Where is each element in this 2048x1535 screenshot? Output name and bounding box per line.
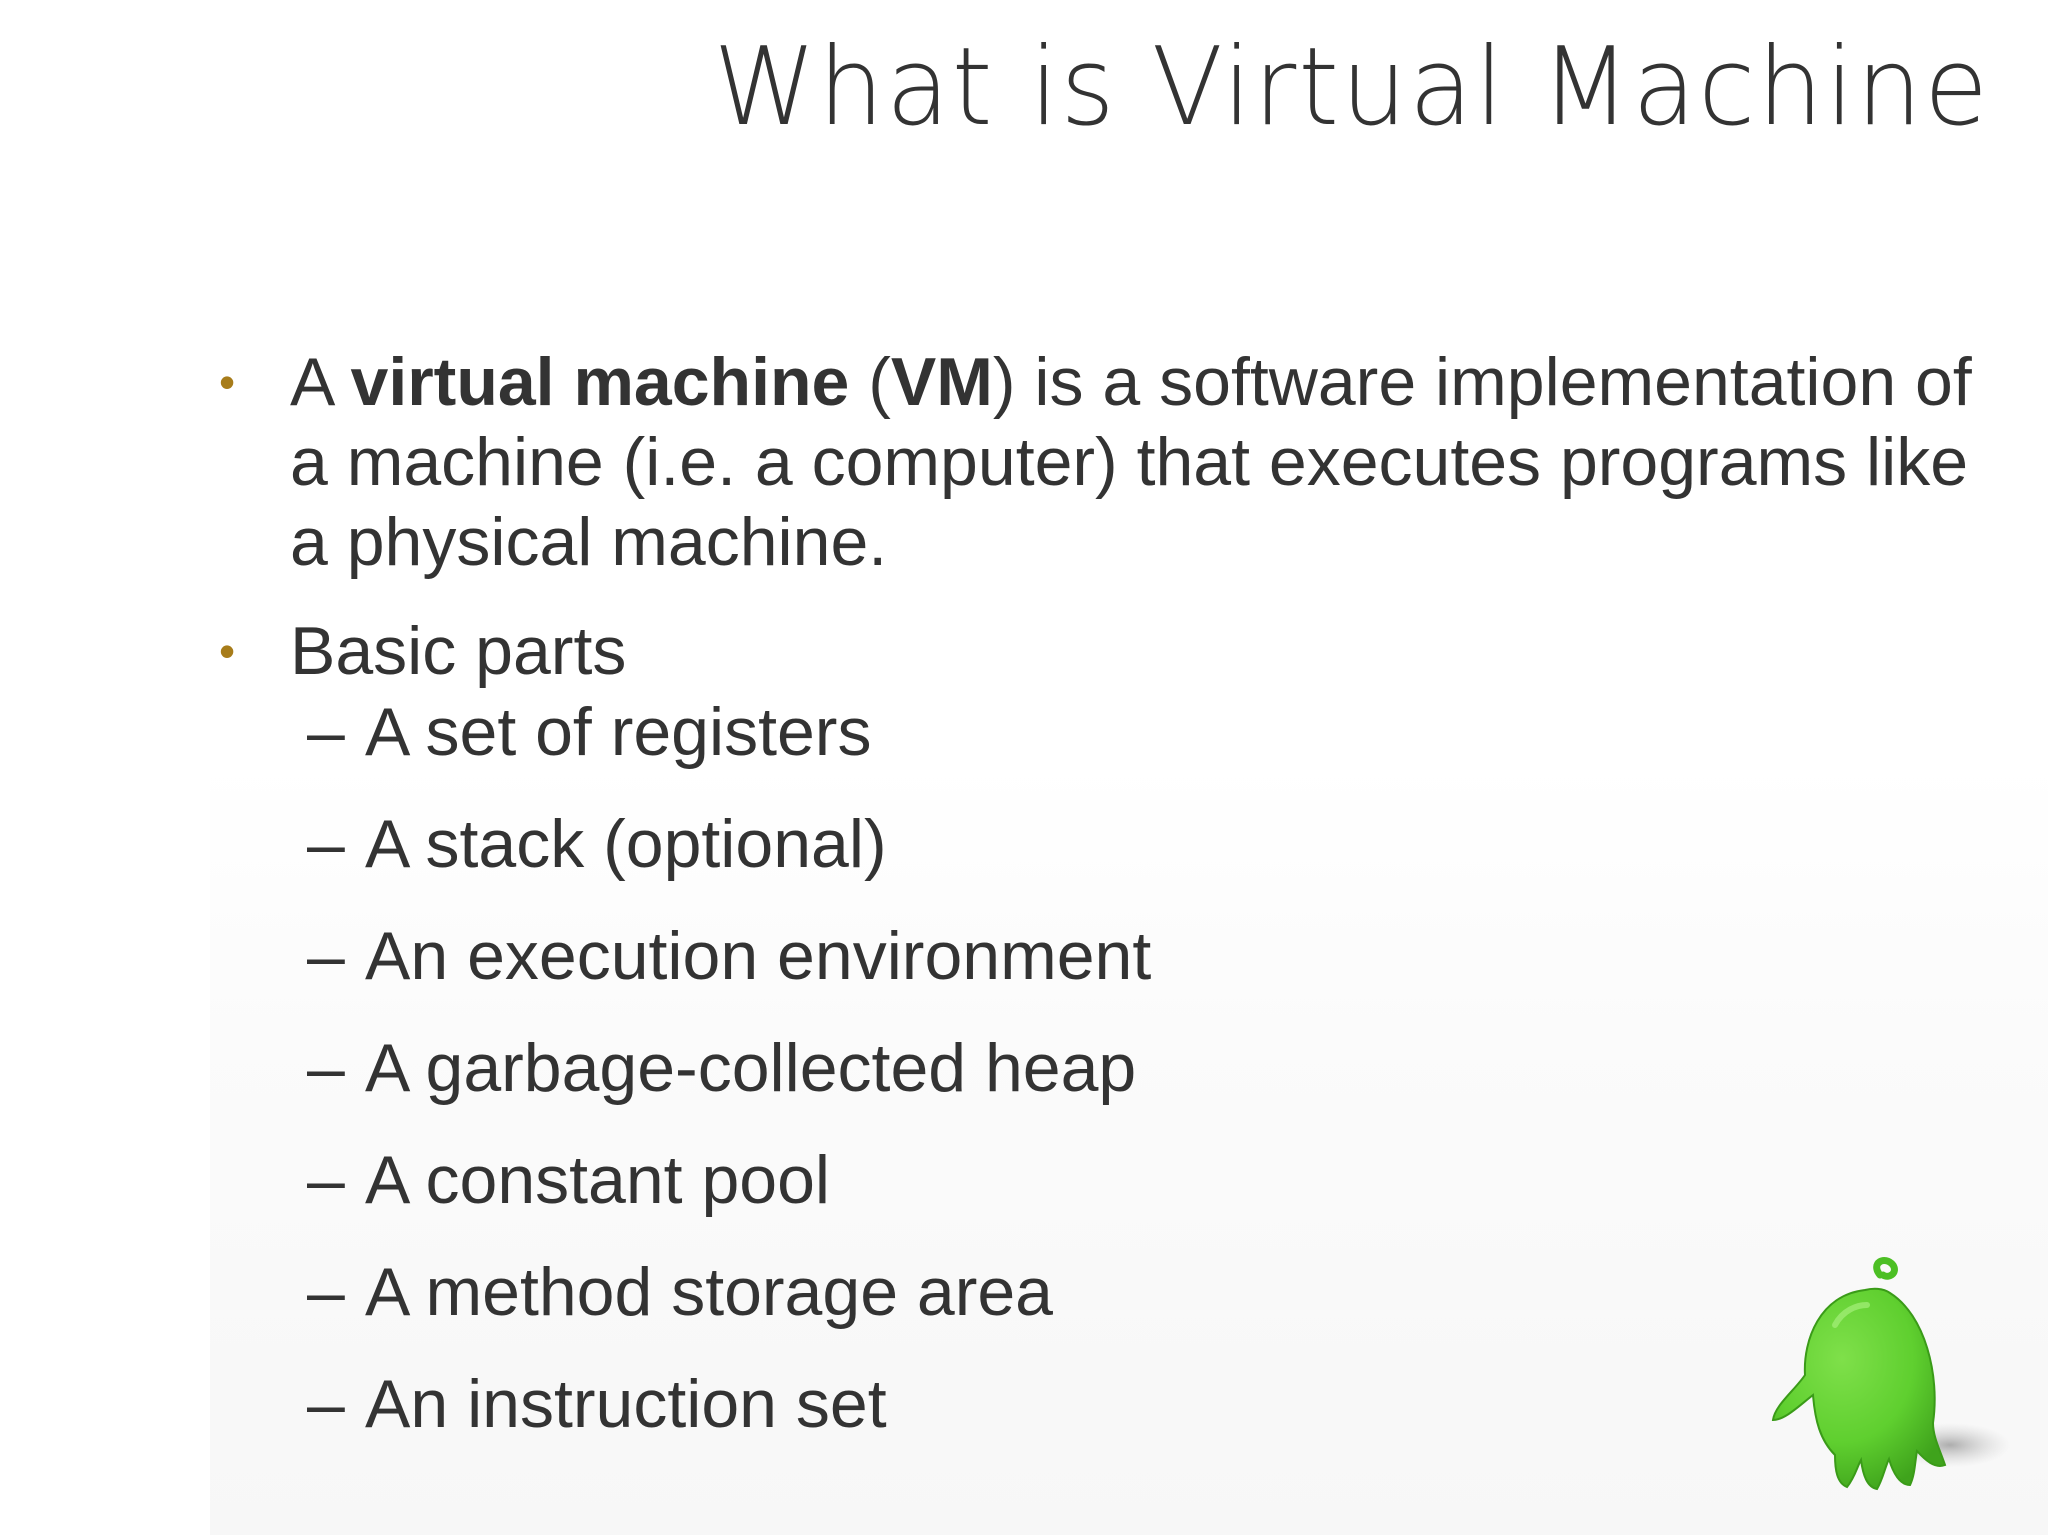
list-item-label: A garbage-collected heap	[365, 1030, 1137, 1106]
bullet-basic-parts: • Basic parts	[219, 611, 2010, 691]
list-item-label: A method storage area	[365, 1254, 1054, 1330]
list-item: –A stack (optional)	[307, 804, 887, 884]
list-item: –A method storage area	[307, 1252, 1053, 1332]
list-item: –A garbage-collected heap	[307, 1028, 1136, 1108]
bullet-text: Basic parts	[290, 613, 627, 689]
slide-background-panel	[210, 760, 2048, 1535]
list-item: –An execution environment	[307, 916, 1151, 996]
bullet-paren-open: (	[849, 344, 891, 420]
dash-icon: –	[307, 1254, 345, 1330]
bullet-rest: ) is a software implementation of a mach…	[290, 344, 1972, 580]
dash-icon: –	[307, 1366, 345, 1442]
bullet-vm-definition: • A virtual machine (VM) is a software i…	[219, 342, 2010, 582]
list-item-label: An execution environment	[365, 918, 1152, 994]
list-item-label: A constant pool	[365, 1142, 831, 1218]
list-item-label: A stack (optional)	[365, 806, 887, 882]
term-vm: VM	[890, 344, 993, 420]
list-item: –A set of registers	[307, 692, 871, 772]
list-item: –A constant pool	[307, 1140, 830, 1220]
dash-icon: –	[307, 1142, 345, 1218]
bullet-dot-icon: •	[219, 356, 236, 408]
term-virtual-machine: virtual machine	[350, 344, 850, 420]
list-item: –An instruction set	[307, 1364, 887, 1444]
slide-title: What is Virtual Machine	[713, 23, 1990, 150]
green-monster-mascot-icon	[1771, 1257, 2010, 1491]
bullet-prefix: A	[290, 344, 351, 420]
dash-icon: –	[307, 806, 345, 882]
dash-icon: –	[307, 918, 345, 994]
list-item-label: An instruction set	[365, 1366, 887, 1442]
bullet-dot-icon: •	[219, 625, 236, 677]
dash-icon: –	[307, 1030, 345, 1106]
dash-icon: –	[307, 694, 345, 770]
list-item-label: A set of registers	[365, 694, 872, 770]
